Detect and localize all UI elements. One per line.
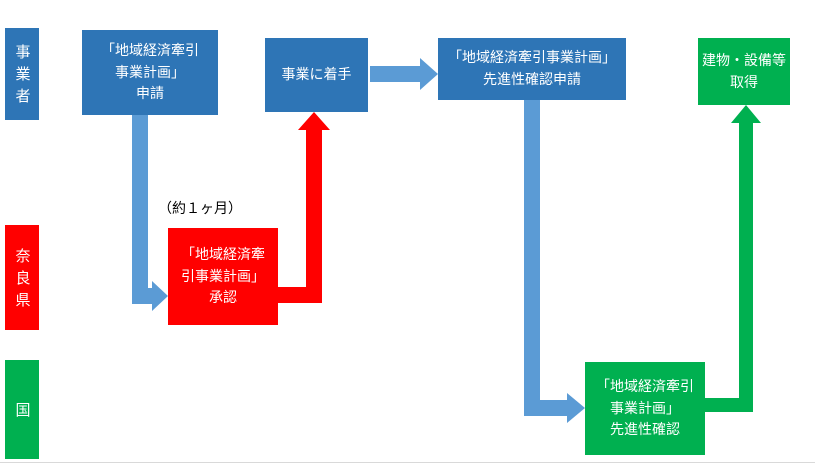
node-plan-application: 「地域経済牽引 事業計画」 申請 [82, 30, 218, 115]
node-advancedness-application: 「地域経済牽引事業計画」 先進性確認申請 [438, 38, 626, 100]
arrow-check-to-acquire-icon [705, 105, 761, 412]
node-plan-approval: 「地域経済牽 引事業計画」 承認 [168, 228, 278, 325]
duration-note: （約１ヶ月） [158, 200, 242, 216]
lane-label-business-operator: 事業者 [5, 28, 39, 120]
arrow-checkapply-to-check-icon [524, 100, 585, 423]
node-advancedness-confirmation: 「地域経済牽引 事業計画」 先進性確認 [585, 362, 705, 455]
lane-label-nara-prefecture: 奈良県 [5, 225, 39, 330]
node-acquire-assets: 建物・設備等 取得 [698, 38, 790, 105]
arrow-apply-to-approve-icon [132, 115, 168, 311]
arrow-approve-to-start-icon [278, 112, 330, 303]
lane-label-national-government: 国 [5, 360, 39, 459]
arrow-start-to-checkapply-icon [370, 58, 438, 90]
node-start-business: 事業に着手 [265, 38, 368, 112]
